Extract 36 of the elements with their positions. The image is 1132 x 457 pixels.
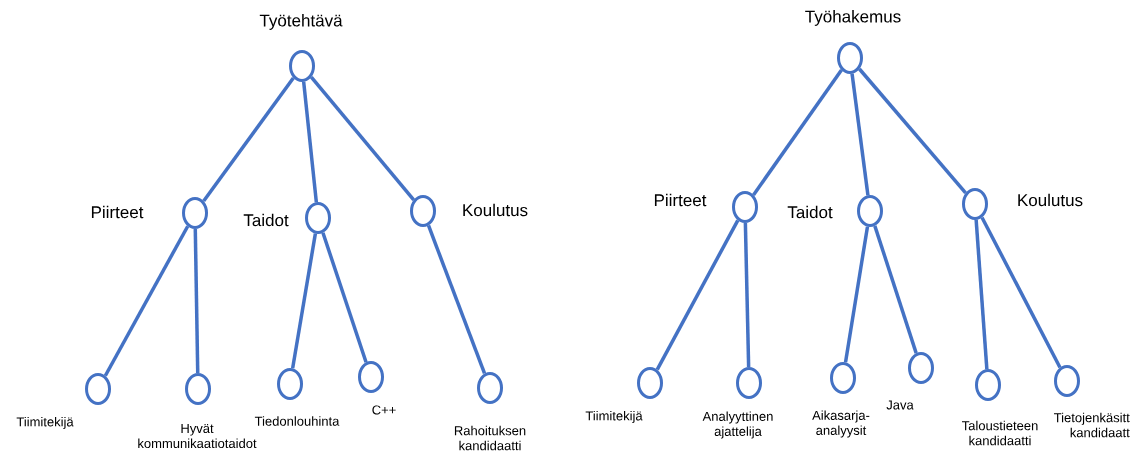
connector-line (301, 81, 319, 203)
connector-line (426, 224, 487, 375)
node-label: Tiedonlouhinta (254, 416, 340, 426)
connector-line (974, 219, 989, 370)
connector-line (193, 228, 200, 373)
node-label: Rahoituksen kandidaatti (454, 425, 526, 451)
connector-line (843, 226, 870, 363)
connector-line (743, 222, 751, 368)
node-label: Piirteet (654, 193, 707, 207)
node-label: Tiimitekijä (585, 410, 643, 424)
connector-line (321, 232, 368, 363)
connector-line (655, 219, 740, 371)
node-label: Analyyttinen ajattelija (702, 411, 773, 439)
node-label: Taidot (243, 213, 289, 227)
node-label: Java (886, 400, 914, 410)
connector-line (858, 67, 967, 195)
node-label: Aikasarja- analyysit (812, 410, 870, 438)
node-label: Taidot (787, 205, 833, 219)
connector-line (202, 76, 295, 203)
node-label: Koulutus (1018, 193, 1083, 207)
connector-line (752, 69, 843, 196)
node-label: Taloustieteen kandidaatti (962, 420, 1038, 446)
node-label: Piirteet (91, 205, 144, 219)
connector-line (873, 225, 918, 354)
node-label: Työhakemus (805, 10, 901, 26)
node-label: Koulutus (463, 203, 528, 217)
connector-line (850, 73, 870, 196)
connector-line (980, 216, 1062, 369)
connector-line (310, 76, 416, 201)
connector-line (290, 233, 318, 369)
node-label: Tietojenkäsitt kandidaatt (1054, 412, 1130, 438)
node-label: Tiimitekijä (16, 416, 74, 430)
node-label: C++ (372, 405, 396, 415)
node-label: Hyvät kommunikaatiotaidot (138, 423, 257, 448)
connector-line (103, 225, 190, 377)
node-label: Työtehtävä (259, 14, 343, 30)
